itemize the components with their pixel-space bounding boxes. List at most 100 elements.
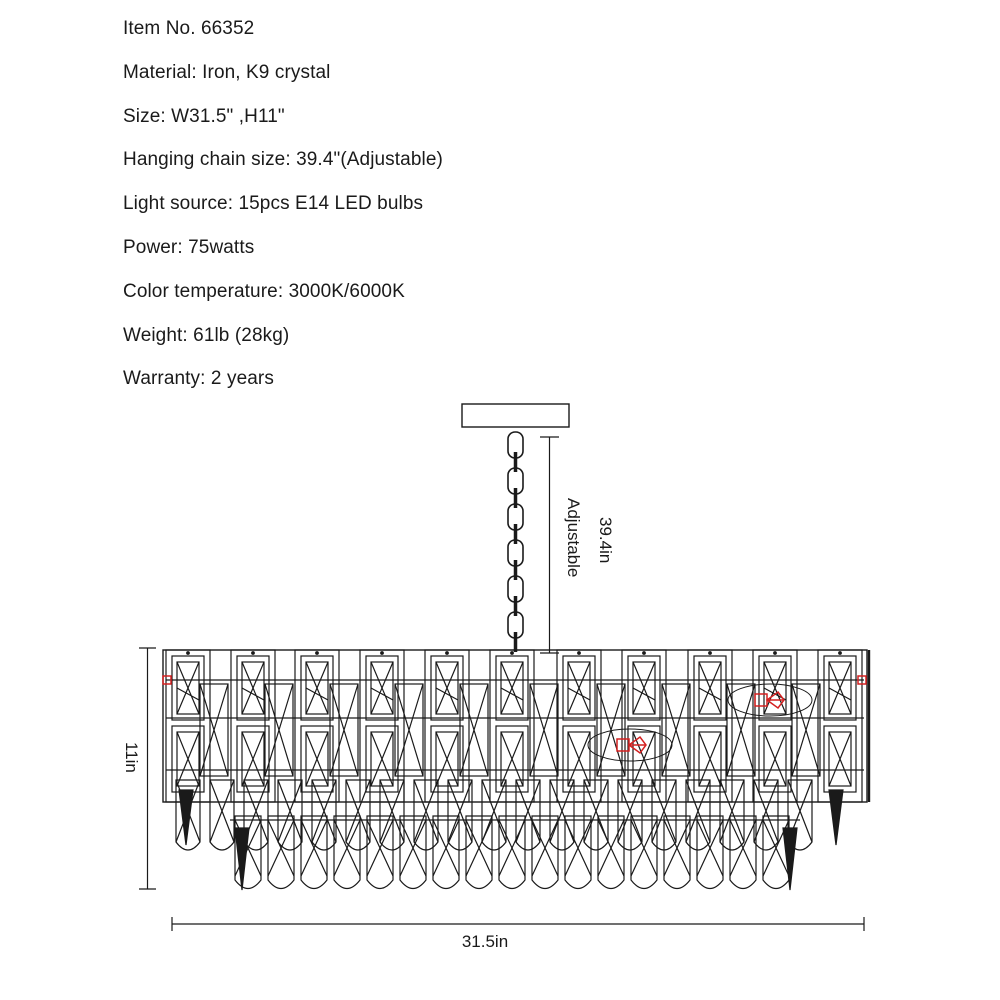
- crystal-panel: [459, 683, 489, 777]
- crystal-panel: [661, 683, 691, 777]
- pointed-crystal: [234, 827, 250, 891]
- crystal-drop: [399, 815, 427, 890]
- crystal-drop: [432, 815, 460, 890]
- crystal-drop-facet: [719, 779, 745, 843]
- crystal-drop-facet: [333, 819, 361, 877]
- crystal-panel: [817, 649, 863, 803]
- crystal-drop: [209, 779, 235, 851]
- bulb-accent-group: [162, 675, 867, 755]
- crystal-drop: [175, 779, 201, 851]
- pointed-crystal: [828, 789, 844, 846]
- crystal-drop: [651, 779, 677, 851]
- crystal-panel: [359, 649, 405, 803]
- crystal-drop: [564, 815, 592, 890]
- bulb-icon: [754, 690, 785, 710]
- spec-power: Power: 75watts: [123, 236, 255, 258]
- crystal-drop: [311, 779, 337, 851]
- crystal-drop: [685, 779, 711, 851]
- crystal-panel: [621, 649, 667, 803]
- crystal-drop-facet: [267, 819, 295, 877]
- crystal-drop: [481, 779, 507, 851]
- crystal-drop-facet: [432, 819, 460, 877]
- crystal-drop: [413, 779, 439, 851]
- crystal-drop: [753, 779, 779, 851]
- frame-end-marker-right: [857, 675, 867, 685]
- crystal-panel: [687, 649, 733, 803]
- height-dimension-line: [139, 647, 156, 890]
- crystal-drop-facet: [277, 779, 303, 843]
- ceiling-canopy: [461, 403, 570, 428]
- bulb-icon: [616, 735, 647, 755]
- hanging-chain: [507, 431, 524, 652]
- crystal-drop-facet: [311, 779, 337, 843]
- crystal-drop: [630, 815, 658, 890]
- chain-dimension-line: [540, 436, 559, 654]
- frame-end-marker-left: [162, 675, 172, 685]
- crystal-drop-facet: [366, 819, 394, 877]
- spec-light-source: Light source: 15pcs E14 LED bulbs: [123, 193, 424, 215]
- height-label: 11in: [122, 742, 141, 773]
- pointed-crystal: [178, 789, 194, 846]
- crystal-panel: [726, 683, 756, 777]
- crystal-drop-facet: [729, 819, 757, 877]
- crystal-drop: [267, 815, 295, 890]
- width-label: 31.5in: [462, 932, 508, 951]
- chandelier-body: [162, 649, 871, 891]
- crystal-drop: [696, 815, 724, 890]
- crystal-drop: [663, 815, 691, 890]
- crystal-panel: [264, 683, 294, 777]
- spec-size: Size: W31.5" ,H11": [123, 105, 285, 127]
- spec-material: Material: Iron, K9 crystal: [123, 61, 331, 83]
- crystal-drop-facet: [413, 779, 439, 843]
- crystal-panel: [791, 683, 821, 777]
- spec-item-number: Item No. 66352: [123, 18, 255, 39]
- crystal-drop: [333, 815, 361, 890]
- crystal-drop: [549, 779, 575, 851]
- crystal-drop: [498, 815, 526, 890]
- chain-adjustable-label: Adjustable: [564, 498, 583, 577]
- crystal-drop-facet: [465, 819, 493, 877]
- crystal-drop-facet: [630, 819, 658, 877]
- crystal-panel: [199, 683, 229, 777]
- crystal-drop-facet: [696, 819, 724, 877]
- crystal-drop: [531, 815, 559, 890]
- crystal-drop-facet: [498, 819, 526, 877]
- spec-warranty: Warranty: 2 years: [123, 368, 274, 390]
- crystal-drop-facet: [531, 819, 559, 877]
- crystal-panel: [294, 649, 340, 803]
- chain-length-label: 39.4in: [596, 517, 615, 563]
- spec-list: Item No. 66352 Material: Iron, K9 crysta…: [123, 14, 443, 408]
- crystal-drop: [729, 815, 757, 890]
- crystal-drop: [465, 815, 493, 890]
- crystal-panel: [424, 649, 470, 803]
- crystal-panel: [529, 683, 559, 777]
- crystal-drop: [234, 815, 262, 890]
- spec-weight: Weight: 61lb (28kg): [123, 324, 290, 346]
- spec-color-temperature: Color temperature: 3000K/6000K: [123, 280, 405, 302]
- crystal-panel: [489, 649, 535, 803]
- crystal-drop: [366, 815, 394, 890]
- crystal-drop: [300, 815, 328, 890]
- crystal-panel: [394, 683, 424, 777]
- bulb-socket-outlines: [587, 683, 813, 762]
- crystal-panel: [165, 649, 211, 803]
- crystal-drop-facet: [345, 779, 371, 843]
- crystal-drop-facet: [651, 779, 677, 843]
- crystal-panel: [329, 683, 359, 777]
- crystal-drop-facet: [564, 819, 592, 877]
- width-dimension-line: [171, 917, 865, 931]
- crystal-drop-facet: [753, 779, 779, 843]
- crystal-panel: [752, 649, 798, 803]
- crystal-drop: [719, 779, 745, 851]
- crystal-drop-facet: [399, 819, 427, 877]
- crystal-drop-facet: [447, 779, 473, 843]
- crystal-drop: [597, 815, 625, 890]
- crystal-panel: [230, 649, 276, 803]
- crystal-drop-facet: [209, 779, 235, 843]
- crystal-drop-facet: [597, 819, 625, 877]
- crystal-drop: [762, 815, 790, 890]
- crystal-panel: [556, 649, 602, 803]
- crystal-drop: [515, 779, 541, 851]
- spec-chain-size: Hanging chain size: 39.4"(Adjustable): [123, 149, 443, 171]
